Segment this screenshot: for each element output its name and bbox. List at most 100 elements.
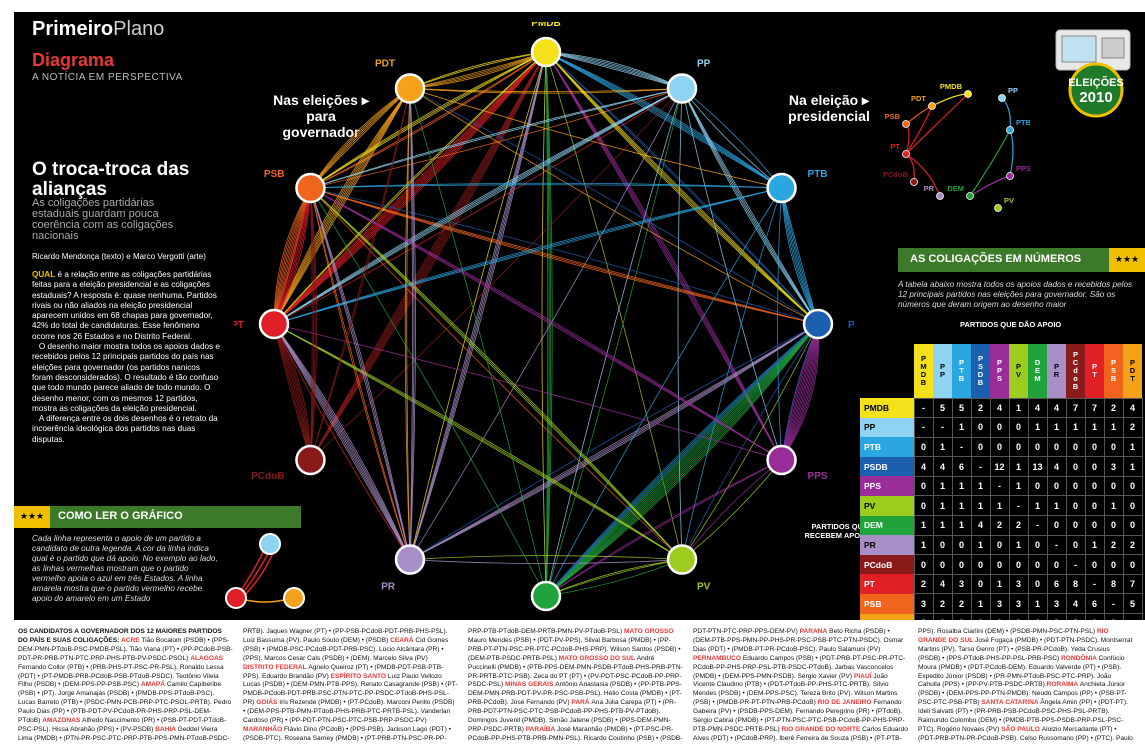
alliance-line	[781, 323, 819, 461]
footer-candidates: Agnelo Queiroz (PT) • (PMDB-PDT-PSB-PTB-…	[243, 663, 444, 680]
footer-candidates: José Fogaça (PMDB) • (PDT-PTN-PSDC). Mon…	[918, 636, 1133, 662]
alliance-line	[545, 323, 819, 597]
matrix-cell: 0	[1103, 613, 1124, 620]
matrix-cell: 0	[1103, 436, 1124, 458]
numbers-bar: AS COLIGAÇÕES EM NÚMEROS ★★★	[898, 248, 1145, 272]
matrix-cell: -	[1065, 554, 1086, 575]
matrix-cell: -	[1046, 534, 1067, 556]
mini-label-pcdob: PCdoB	[883, 170, 909, 179]
mini-node-pdt	[928, 102, 936, 110]
matrix-cell: 0	[1046, 554, 1067, 575]
matrix-cell: 0	[1027, 573, 1048, 595]
matrix-corner	[860, 344, 914, 398]
alliance-line	[310, 88, 411, 461]
alliance-line	[310, 187, 411, 560]
matrix-cell: 1	[913, 534, 934, 556]
matrix-cell: 3	[1046, 613, 1067, 620]
matrix-cell: 1	[932, 495, 953, 517]
alliance-line	[681, 88, 782, 189]
alliance-line	[273, 323, 411, 560]
matrix-cell: 0	[1027, 475, 1048, 497]
mini-node-pcdob	[910, 178, 918, 186]
alliance-line	[409, 88, 683, 560]
alliance-line	[273, 323, 683, 560]
matrix-cell: 0	[932, 534, 953, 556]
footer-candidates: Beto Richa (PSDB) • (DEM-PTB-PPS-PMN-PP-…	[693, 628, 904, 653]
party-label-pp: PP	[697, 58, 711, 69]
mini-label-dem: DEM	[947, 184, 964, 193]
alliance-line	[310, 187, 315, 461]
mini-link	[905, 93, 969, 155]
alliance-line	[409, 51, 547, 560]
footer-state: RIO GRANDE DO NORTE	[781, 725, 863, 733]
alliance-line	[310, 187, 683, 560]
alliance-line	[409, 88, 819, 325]
matrix-cell: 0	[1065, 436, 1086, 458]
alliance-line	[273, 323, 311, 461]
matrix-cell: 0	[1084, 515, 1105, 536]
matrix-row-psdb: PSDB	[860, 456, 914, 477]
footer-state: GOIÁS	[256, 699, 280, 707]
alliance-line	[545, 51, 683, 89]
alliance-line	[781, 323, 819, 461]
alliance-line	[310, 88, 411, 189]
alliance-line	[545, 323, 819, 597]
footer-candidates: Aloizio Mercadante (PT) • (PDT-PRB-PTN-P…	[918, 725, 1133, 742]
matrix-cell: 0	[1122, 554, 1143, 575]
mini-label-pdt: PDT	[911, 94, 926, 103]
alliance-line	[310, 51, 547, 461]
matrix-cell: 1	[1046, 495, 1067, 517]
party-node-pps	[766, 444, 797, 476]
footer-state: ALAGOAS	[190, 654, 224, 662]
alliance-line	[273, 323, 411, 560]
matrix-cell: 1	[932, 475, 953, 497]
alliance-line	[310, 88, 683, 189]
alliance-line	[273, 323, 311, 461]
mini-link	[905, 105, 933, 155]
alliance-line	[545, 187, 782, 597]
party-label-ptb: PTB	[808, 169, 828, 180]
matrix-cell: 13	[1027, 456, 1048, 477]
alliance-line	[545, 323, 819, 597]
matrix-cell: 0	[932, 554, 953, 575]
alliance-line	[273, 88, 683, 325]
mini-node-dem	[966, 192, 974, 200]
alliance-line	[781, 187, 819, 325]
alliance-line	[310, 187, 782, 461]
matrix-cell: 3	[951, 573, 972, 595]
matrix-cell: 0	[1046, 436, 1067, 458]
matrix-cell: 6	[951, 456, 972, 477]
party-label-pcdob: PCdoB	[251, 471, 284, 482]
footer-state: SÃO PAULO	[1001, 725, 1042, 733]
alliance-line	[310, 88, 411, 189]
section-tagline: A NOTÍCIA EM PERSPECTIVA	[32, 72, 183, 83]
alliance-line	[545, 51, 819, 325]
alliance-line	[681, 323, 819, 560]
alliance-line	[310, 187, 683, 560]
matrix-cell: -	[1027, 515, 1048, 536]
matrix-row-dem: DEM	[860, 515, 914, 536]
matrix-row-pp: PP	[860, 417, 914, 438]
party-label-pr: PR	[381, 582, 396, 593]
matrix-cell: 0	[1046, 475, 1067, 497]
matrix-cell: 1	[932, 515, 953, 536]
matrix-cell: 1	[1027, 613, 1048, 620]
matrix-cell: 1	[1046, 417, 1067, 438]
footer-state: AMAPÁ	[140, 681, 167, 689]
alliance-line	[781, 323, 819, 461]
matrix-cell: 0	[989, 554, 1010, 575]
matrix-cell: 0	[1027, 534, 1048, 556]
alliance-line	[681, 88, 819, 325]
mini-label-pv: PV	[1004, 196, 1014, 205]
footer-candidates: Luiz Paulo Vellozo Lucas (PSDB) • (DEM-P…	[243, 672, 458, 707]
alliance-line	[409, 88, 782, 189]
matrix-cell: 2	[1122, 417, 1143, 438]
alliance-line	[273, 187, 311, 325]
party-label-pv: PV	[697, 582, 711, 593]
